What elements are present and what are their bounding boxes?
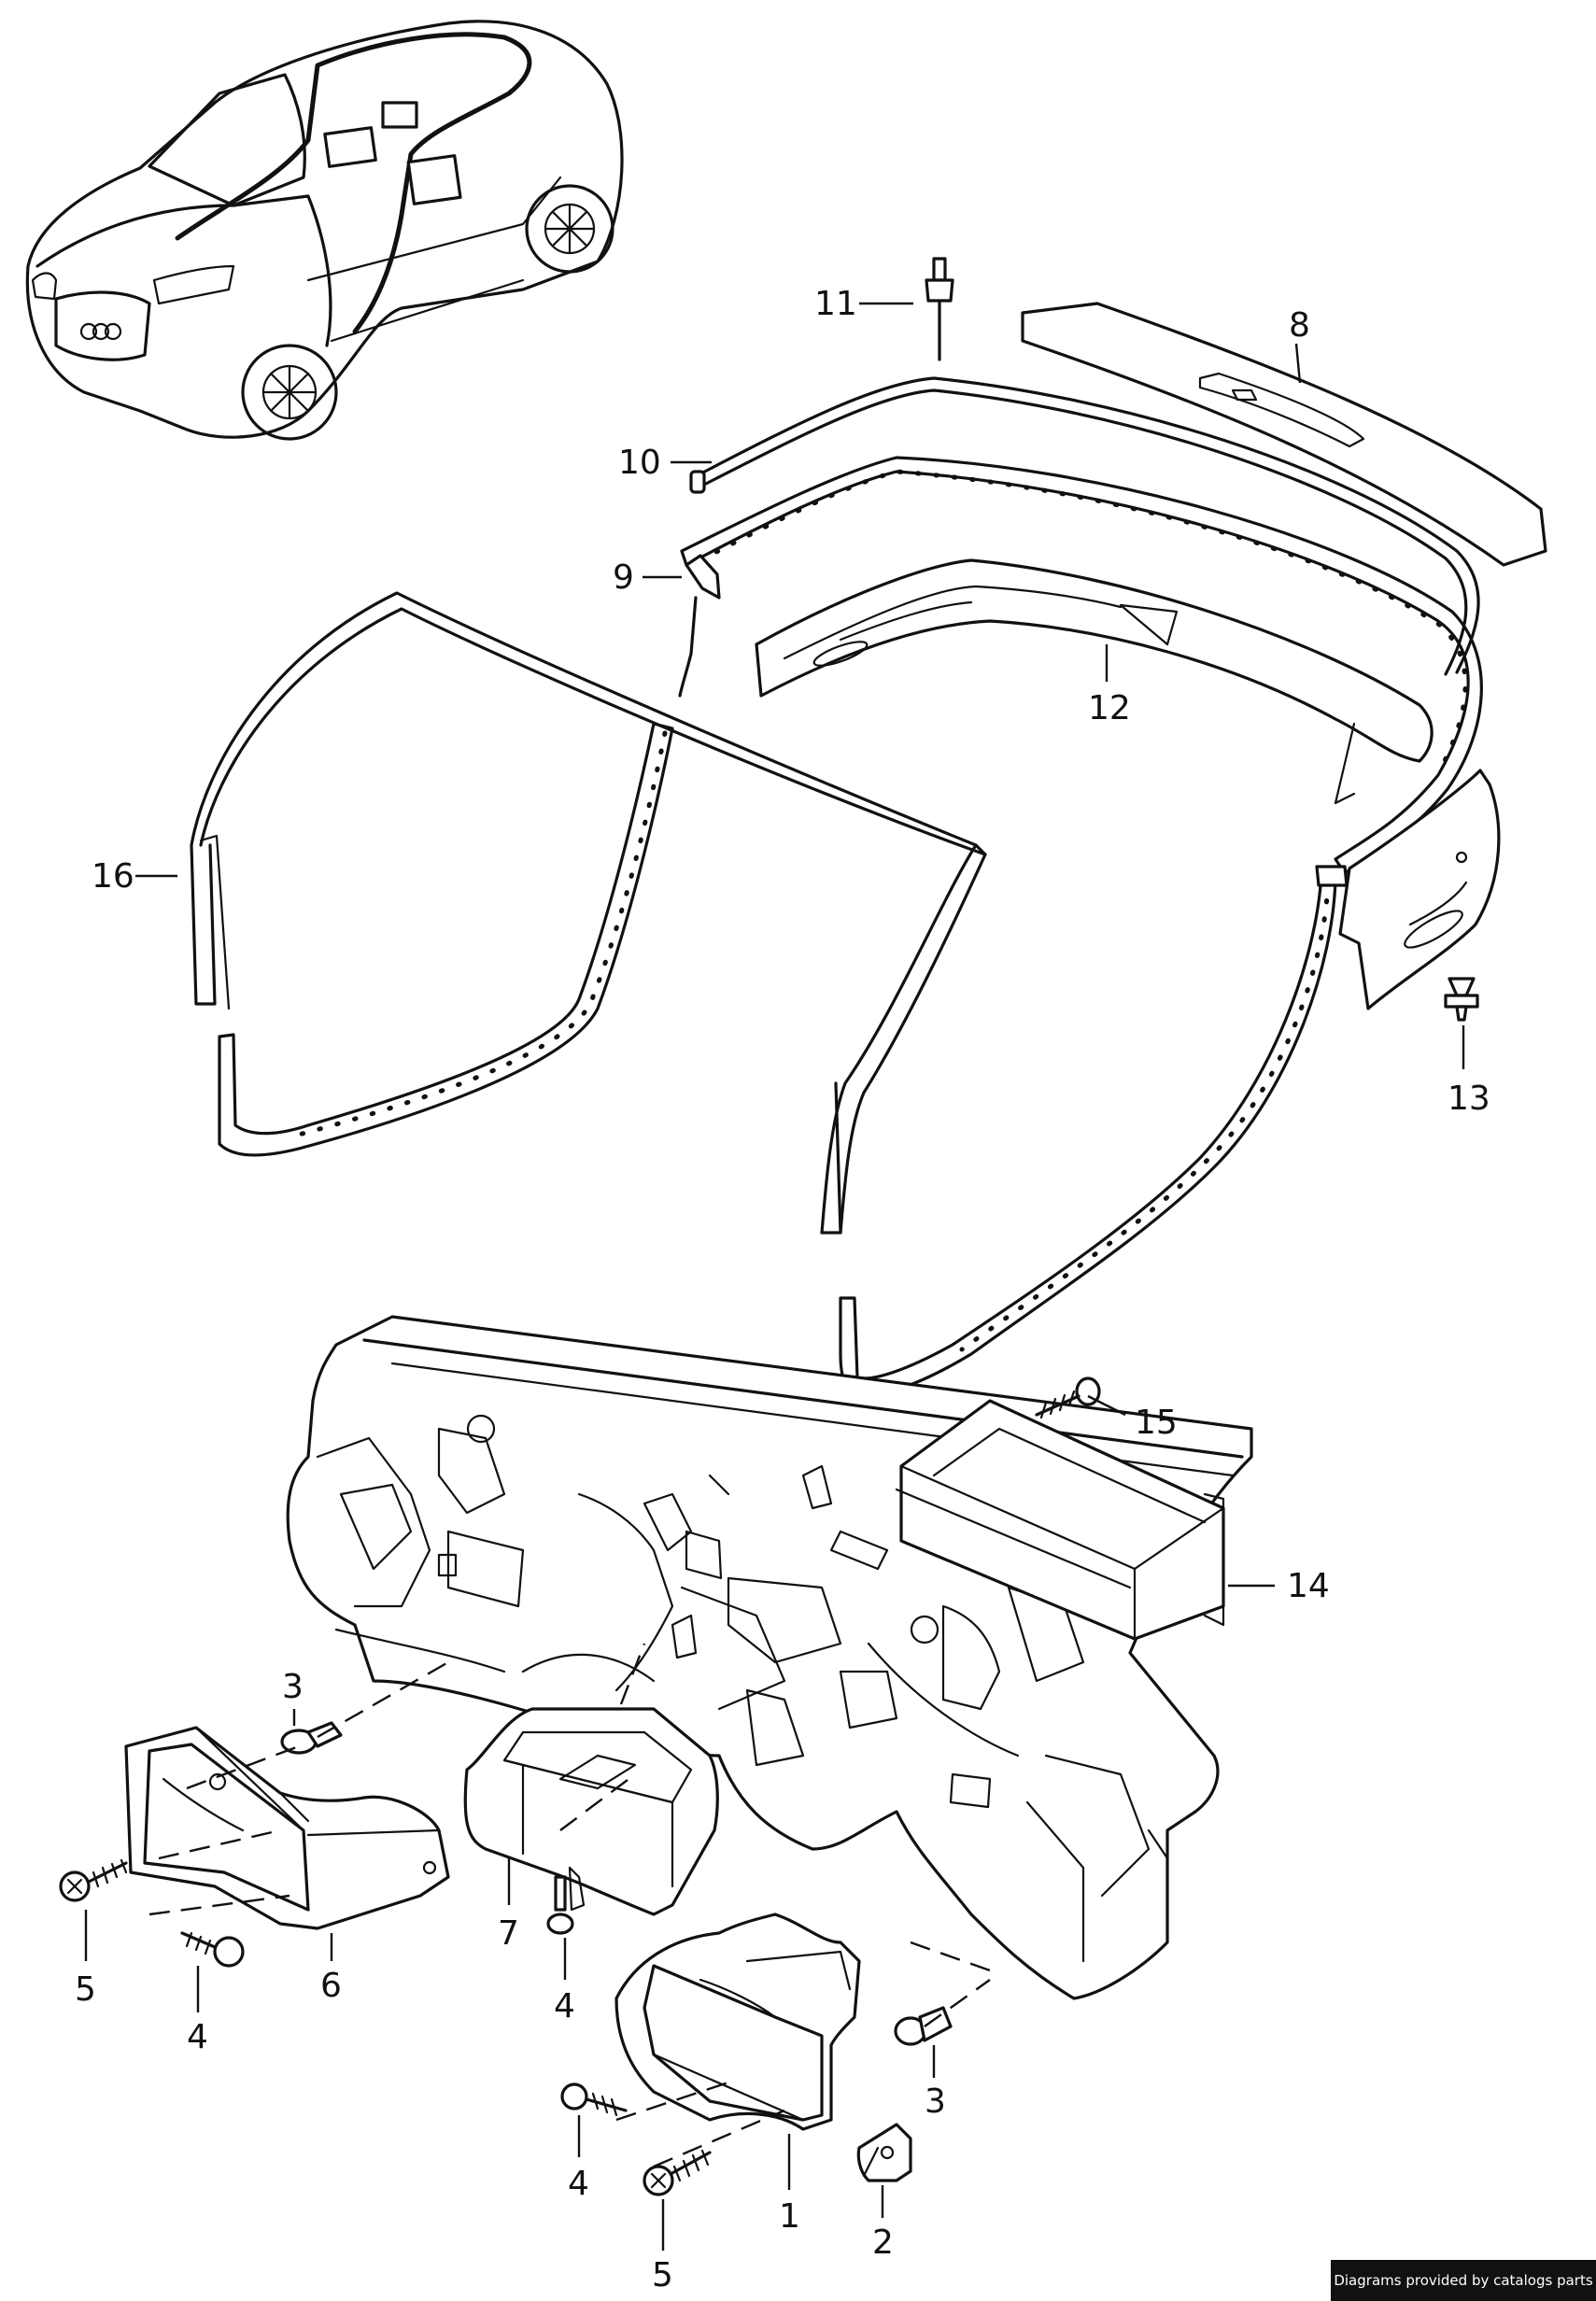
- part-16-door-seal-left: [190, 591, 987, 1157]
- part-12-cross-member: [755, 558, 1434, 805]
- bulkhead-insulation-panel: [286, 1315, 1253, 2000]
- callout-2: 2: [872, 2223, 894, 2262]
- credit-banner: Diagrams provided by catalogs parts: [1331, 2260, 1596, 2301]
- callout-9: 9: [613, 558, 634, 597]
- part-13-side-bracket: [1338, 769, 1501, 1010]
- part-13-screw: [1444, 977, 1479, 1022]
- callout-5-left: 5: [75, 1970, 96, 2009]
- part-1-right-air-duct: [614, 1913, 861, 2131]
- part-5-screw-right: [643, 2149, 712, 2196]
- callout-5-right: 5: [652, 2256, 673, 2294]
- part-4-screw-center: [546, 1875, 574, 1935]
- part-3-clip-left: [280, 1721, 343, 1755]
- part-2-clip: [856, 2123, 912, 2182]
- callout-4-center: 4: [554, 1987, 575, 2026]
- part-4-screw-right: [560, 2082, 628, 2117]
- assembly-lines: [148, 1643, 991, 2168]
- callout-4-left: 4: [187, 2018, 208, 2056]
- callout-16: 16: [92, 857, 134, 896]
- car-overview-illustration: [25, 20, 624, 441]
- part-16-door-seal-right: [820, 843, 1349, 1398]
- callout-4-right: 4: [568, 2165, 589, 2203]
- part-11-rivet: [925, 257, 954, 361]
- callout-14: 14: [1287, 1567, 1330, 1605]
- part-5-screw-left: [59, 1858, 128, 1902]
- callout-10: 10: [618, 444, 661, 482]
- callout-3-right: 3: [925, 2082, 946, 2121]
- leader-lines: [84, 302, 1465, 2251]
- callout-7: 7: [498, 1914, 519, 1953]
- callout-6: 6: [320, 1967, 342, 2005]
- callout-3-left: 3: [282, 1668, 304, 1706]
- part-8-rear-panel: [1021, 302, 1547, 567]
- part-6-left-air-duct: [124, 1726, 450, 1930]
- callout-labels: 11 8 10 9 12 16 13 15 14 3 5 4 6 7 4 3 4…: [75, 285, 1490, 2294]
- part-14-storage-box: [895, 1399, 1225, 1641]
- callout-1: 1: [779, 2197, 800, 2236]
- callout-12: 12: [1088, 689, 1131, 727]
- callout-13: 13: [1448, 1080, 1490, 1118]
- part-4-screw-left: [180, 1931, 245, 1968]
- callout-8: 8: [1289, 306, 1310, 345]
- part-7-center-air-duct: [463, 1707, 719, 1916]
- callout-15: 15: [1135, 1404, 1178, 1442]
- part-3-clip-right: [894, 2006, 953, 2046]
- callout-11: 11: [814, 285, 857, 323]
- part-10-roof-strip: [689, 376, 1480, 676]
